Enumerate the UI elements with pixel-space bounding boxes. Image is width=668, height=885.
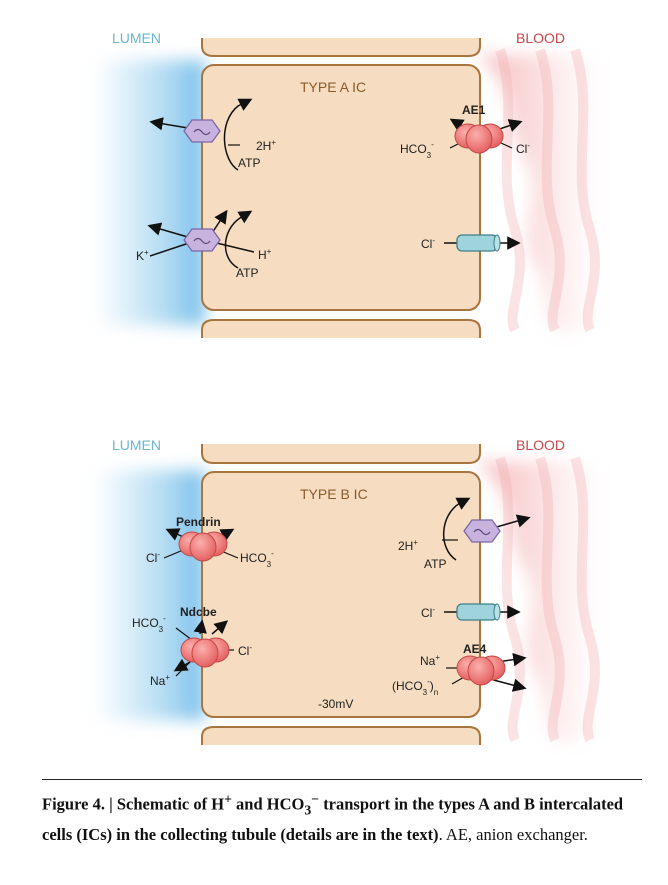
- pendrin-exchanger: Pendrin Cl- HCO3-: [146, 515, 274, 569]
- svg-text:Cl-: Cl-: [516, 141, 530, 156]
- svg-text:AE1: AE1: [462, 103, 486, 117]
- panel-type-b: LUMEN BLOOD TYPE B IC Pendrin Cl- HCO3-: [95, 437, 600, 745]
- neighbor-cell-bottom: [201, 726, 481, 745]
- ae1-exchanger: AE1 HCO3- Cl-: [400, 103, 530, 160]
- cl-channel-icon: [456, 234, 498, 252]
- blood-waves: [495, 48, 600, 333]
- svg-text:Ndcbe: Ndcbe: [180, 605, 217, 619]
- figure-caption: Figure 4. | Schematic of H+ and HCO3− tr…: [42, 786, 642, 847]
- lumen-glow: [95, 60, 205, 325]
- caption-sub-3: 3: [304, 801, 312, 817]
- ndcbe-exchanger: Ndcbe HCO3- Na+ Cl-: [132, 605, 252, 688]
- svg-text:ATP: ATP: [238, 156, 260, 170]
- blood-label: BLOOD: [516, 437, 565, 453]
- figure-number: Figure 4.: [42, 794, 105, 814]
- svg-text:H+: H+: [258, 247, 272, 262]
- lumen-glow: [95, 470, 205, 720]
- membrane-voltage: -30mV: [318, 697, 353, 711]
- svg-text:Pendrin: Pendrin: [176, 515, 221, 529]
- ae4-exchanger: AE4 Na+ (HCO3-)n: [392, 642, 527, 697]
- cl-channel: Cl-: [421, 234, 521, 252]
- svg-text:ATP: ATP: [236, 266, 258, 280]
- diagram: LUMEN BLOOD TYPE A IC 2H+ ATP K+ H+ ATP: [95, 30, 600, 745]
- svg-text:Cl-: Cl-: [238, 643, 252, 658]
- svg-text:Cl-: Cl-: [421, 236, 435, 251]
- atpase-pump-icon: [463, 519, 501, 543]
- hk-pump-icon: [183, 228, 221, 252]
- neighbor-cell-bottom: [201, 319, 481, 338]
- svg-text:2H+: 2H+: [398, 538, 418, 553]
- cell-body: [201, 64, 481, 311]
- svg-text:HCO3-: HCO3-: [132, 614, 166, 634]
- svg-text:Cl-: Cl-: [421, 605, 435, 620]
- caption-divider: [42, 779, 642, 780]
- caption-sup-minus: −: [311, 791, 320, 806]
- neighbor-cell-top: [201, 444, 481, 464]
- panel-type-a: LUMEN BLOOD TYPE A IC 2H+ ATP K+ H+ ATP: [95, 30, 600, 338]
- neighbor-cell-top: [201, 38, 481, 57]
- h-atpase: 2H+ ATP: [398, 497, 531, 571]
- cl-channel-icon: [456, 603, 498, 621]
- svg-text:2H+: 2H+: [256, 138, 276, 153]
- svg-text:HCO3-: HCO3-: [400, 140, 434, 160]
- h-atpase: 2H+ ATP: [149, 98, 276, 171]
- svg-text:K+: K+: [136, 248, 149, 263]
- blood-glow: [478, 55, 600, 330]
- cell-title: TYPE A IC: [300, 79, 366, 95]
- atpase-pump-icon: [183, 119, 221, 143]
- blood-glow: [478, 462, 600, 740]
- caption-title-c: transport in the types A and B intercala…: [42, 794, 624, 844]
- svg-text:Na+: Na+: [150, 673, 170, 688]
- svg-text:AE4: AE4: [463, 642, 487, 656]
- caption-sup-h: +: [224, 791, 232, 806]
- lumen-label: LUMEN: [112, 30, 161, 46]
- caption-title-b: and HCO: [231, 794, 305, 814]
- svg-text:Cl-: Cl-: [146, 550, 160, 565]
- svg-text:Na+: Na+: [420, 653, 440, 668]
- svg-text:(HCO3-)n: (HCO3-)n: [392, 677, 438, 697]
- svg-text:ATP: ATP: [424, 557, 446, 571]
- lumen-label: LUMEN: [112, 437, 161, 453]
- blood-label: BLOOD: [516, 30, 565, 46]
- cell-body: [201, 471, 481, 718]
- caption-rest: . AE, anion exchanger.: [438, 824, 588, 844]
- svg-text:HCO3-: HCO3-: [240, 549, 274, 569]
- caption-title-a: | Schematic of H: [104, 794, 225, 814]
- hk-atpase: K+ H+ ATP: [136, 209, 272, 280]
- cl-channel: Cl-: [421, 603, 521, 621]
- blood-waves: [495, 456, 600, 743]
- cell-title: TYPE B IC: [300, 486, 368, 502]
